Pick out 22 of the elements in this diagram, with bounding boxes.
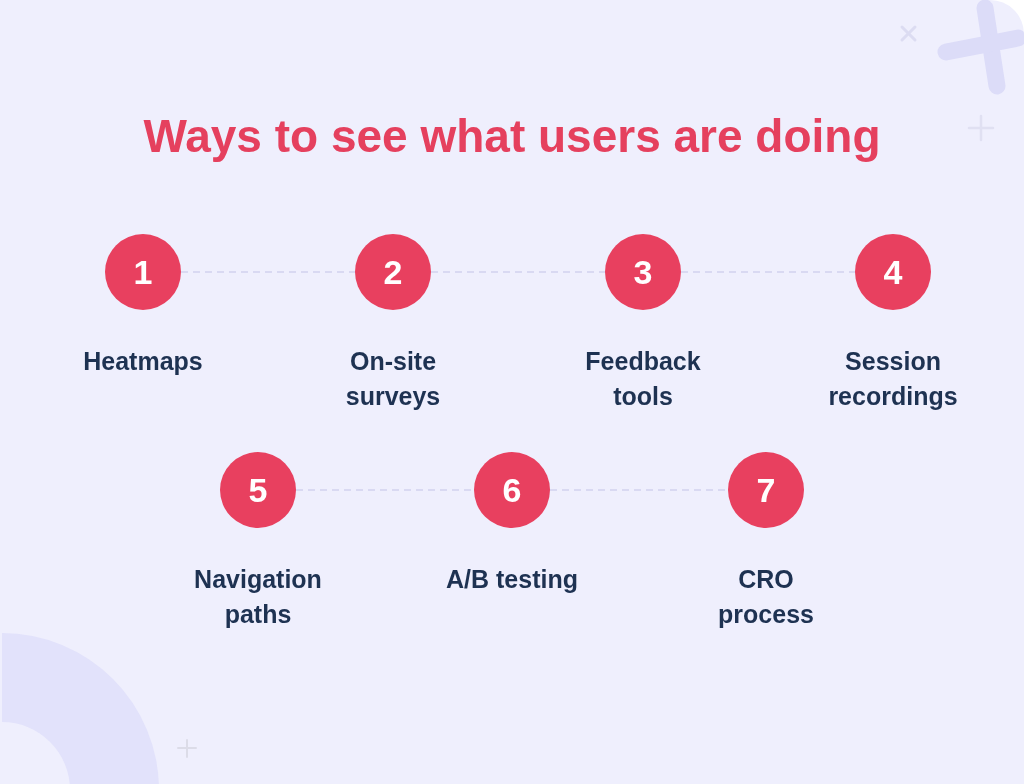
step-label: A/B testing (446, 564, 578, 595)
step-label: Heatmaps (83, 346, 203, 377)
step-number: 1 (133, 252, 153, 292)
step-circle (220, 452, 296, 528)
step-circle (474, 452, 550, 528)
step-circle (355, 234, 431, 310)
step-circle (605, 234, 681, 310)
title: Ways to see what users are doing (143, 109, 881, 164)
step-label: Session recordings (827, 346, 959, 412)
step-label: Navigation paths (193, 564, 323, 630)
step-circle (728, 452, 804, 528)
step-number: 3 (633, 252, 653, 292)
step-circle (105, 234, 181, 310)
step-label: CRO process (717, 564, 815, 630)
step-number: 7 (756, 470, 776, 510)
step-label: Feedback tools (584, 346, 702, 412)
step-circle (855, 234, 931, 310)
step-label: On-site surveys (344, 346, 442, 412)
step-number: 6 (502, 470, 522, 510)
step-number: 2 (383, 252, 403, 292)
step-number: 4 (883, 252, 903, 292)
step-number: 5 (248, 470, 268, 510)
